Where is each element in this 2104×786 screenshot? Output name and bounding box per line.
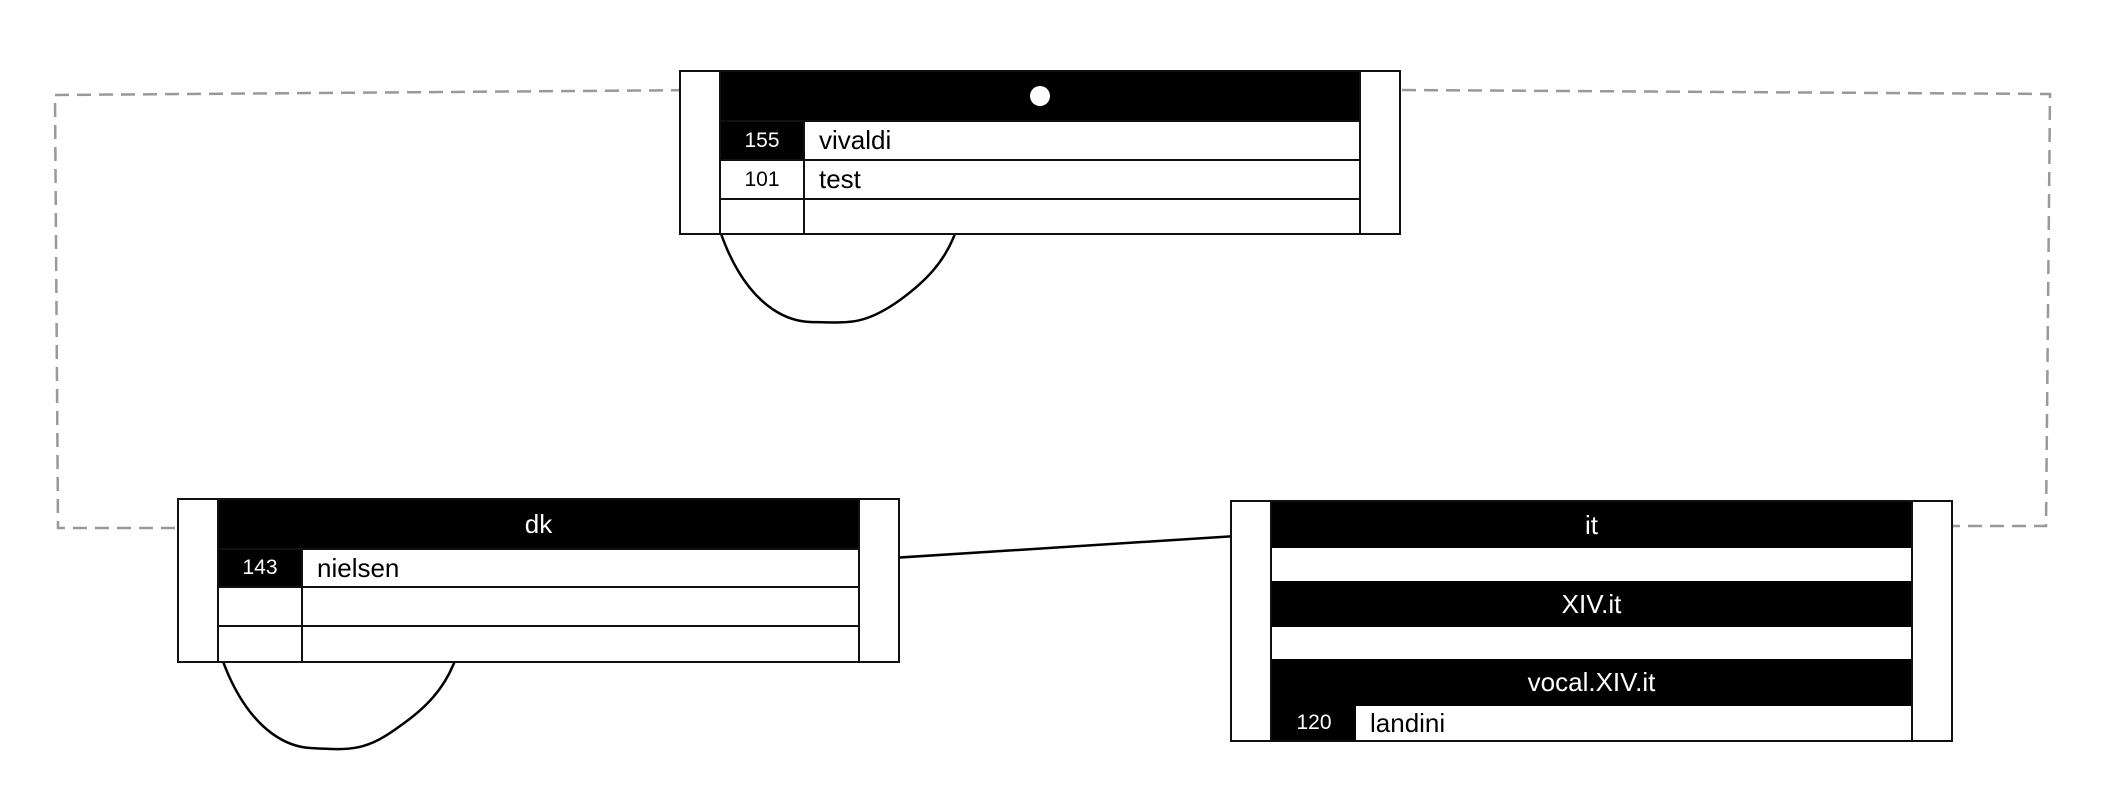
zone-dk-left-rail [179,500,219,661]
record-number [219,627,303,661]
zone-it-left-rail [1232,502,1272,740]
record-name [805,200,1359,233]
record-name: landini [1370,707,1446,738]
record-number: 120 [1272,706,1356,740]
zone-root-left-rail [681,72,721,233]
zone-root-header [721,72,1359,120]
zone-it: it XIV.it vocal.XIV.it 120 landini [1230,500,1953,742]
record-name [303,588,858,625]
zone-ring-dashed [53,88,2052,530]
zone-it-header: it [1272,502,1911,548]
record-row: 155 vivaldi [721,120,1359,159]
record-number: 155 [721,122,805,159]
zone-dk-body: dk 143 nielsen [219,500,858,661]
zone-root: 155 vivaldi 101 test [679,70,1401,235]
record-row: 143 nielsen [219,548,858,586]
zone-xiv-header: XIV.it [1272,581,1911,627]
zone-dk-header: dk [219,500,858,548]
root-self-loop [698,104,970,324]
record-name: test [819,164,861,194]
zone-xiv-gap [1272,627,1911,659]
zone-dk-right-rail [858,500,898,661]
record-name: vivaldi [819,125,892,155]
record-number [219,588,303,625]
zone-root-body: 155 vivaldi 101 test [721,72,1359,233]
zone-dk: dk 143 nielsen [177,498,900,663]
record-name: nielsen [317,552,400,583]
zone-vocal-header: vocal.XIV.it [1272,659,1911,706]
zone-it-gap [1272,548,1911,581]
record-number: 143 [219,550,303,586]
zone-root-right-rail [1359,72,1399,233]
record-row: 101 test [721,159,1359,198]
record-name [303,627,858,661]
record-number [721,200,805,233]
record-row [219,586,858,625]
zone-it-body: it XIV.it vocal.XIV.it 120 landini [1272,502,1911,740]
zone-it-right-rail [1911,502,1951,740]
root-dot-icon [1030,86,1050,106]
record-row [721,198,1359,233]
record-number: 101 [721,161,805,198]
record-row: 120 landini [1272,706,1911,740]
record-row [219,625,858,661]
